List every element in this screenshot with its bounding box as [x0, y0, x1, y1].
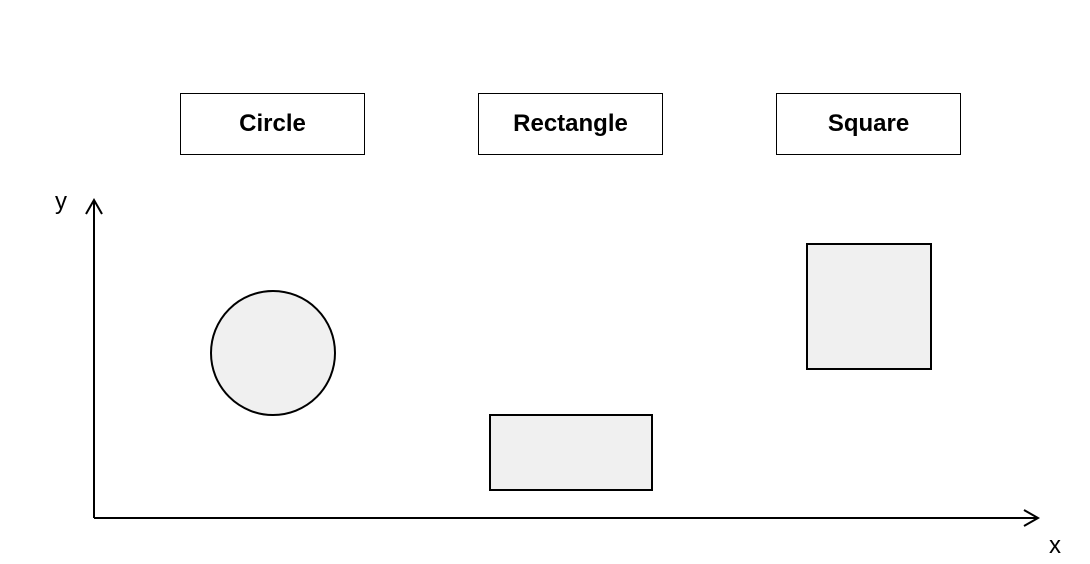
- rectangle-label-box: Rectangle: [478, 93, 663, 155]
- circle-shape: [210, 290, 336, 416]
- y-axis-arrowhead: [85, 197, 103, 215]
- circle-label-box: Circle: [180, 93, 365, 155]
- rectangle-label: Rectangle: [513, 110, 628, 137]
- square-shape: [806, 243, 932, 370]
- square-label-box: Square: [776, 93, 961, 155]
- square-label: Square: [827, 110, 910, 137]
- x-axis-arrowhead: [1023, 509, 1041, 527]
- x-axis-label: x: [1049, 532, 1061, 559]
- y-axis-label: y: [55, 188, 67, 215]
- circle-label: Circle: [239, 110, 306, 137]
- rectangle-shape: [489, 414, 653, 491]
